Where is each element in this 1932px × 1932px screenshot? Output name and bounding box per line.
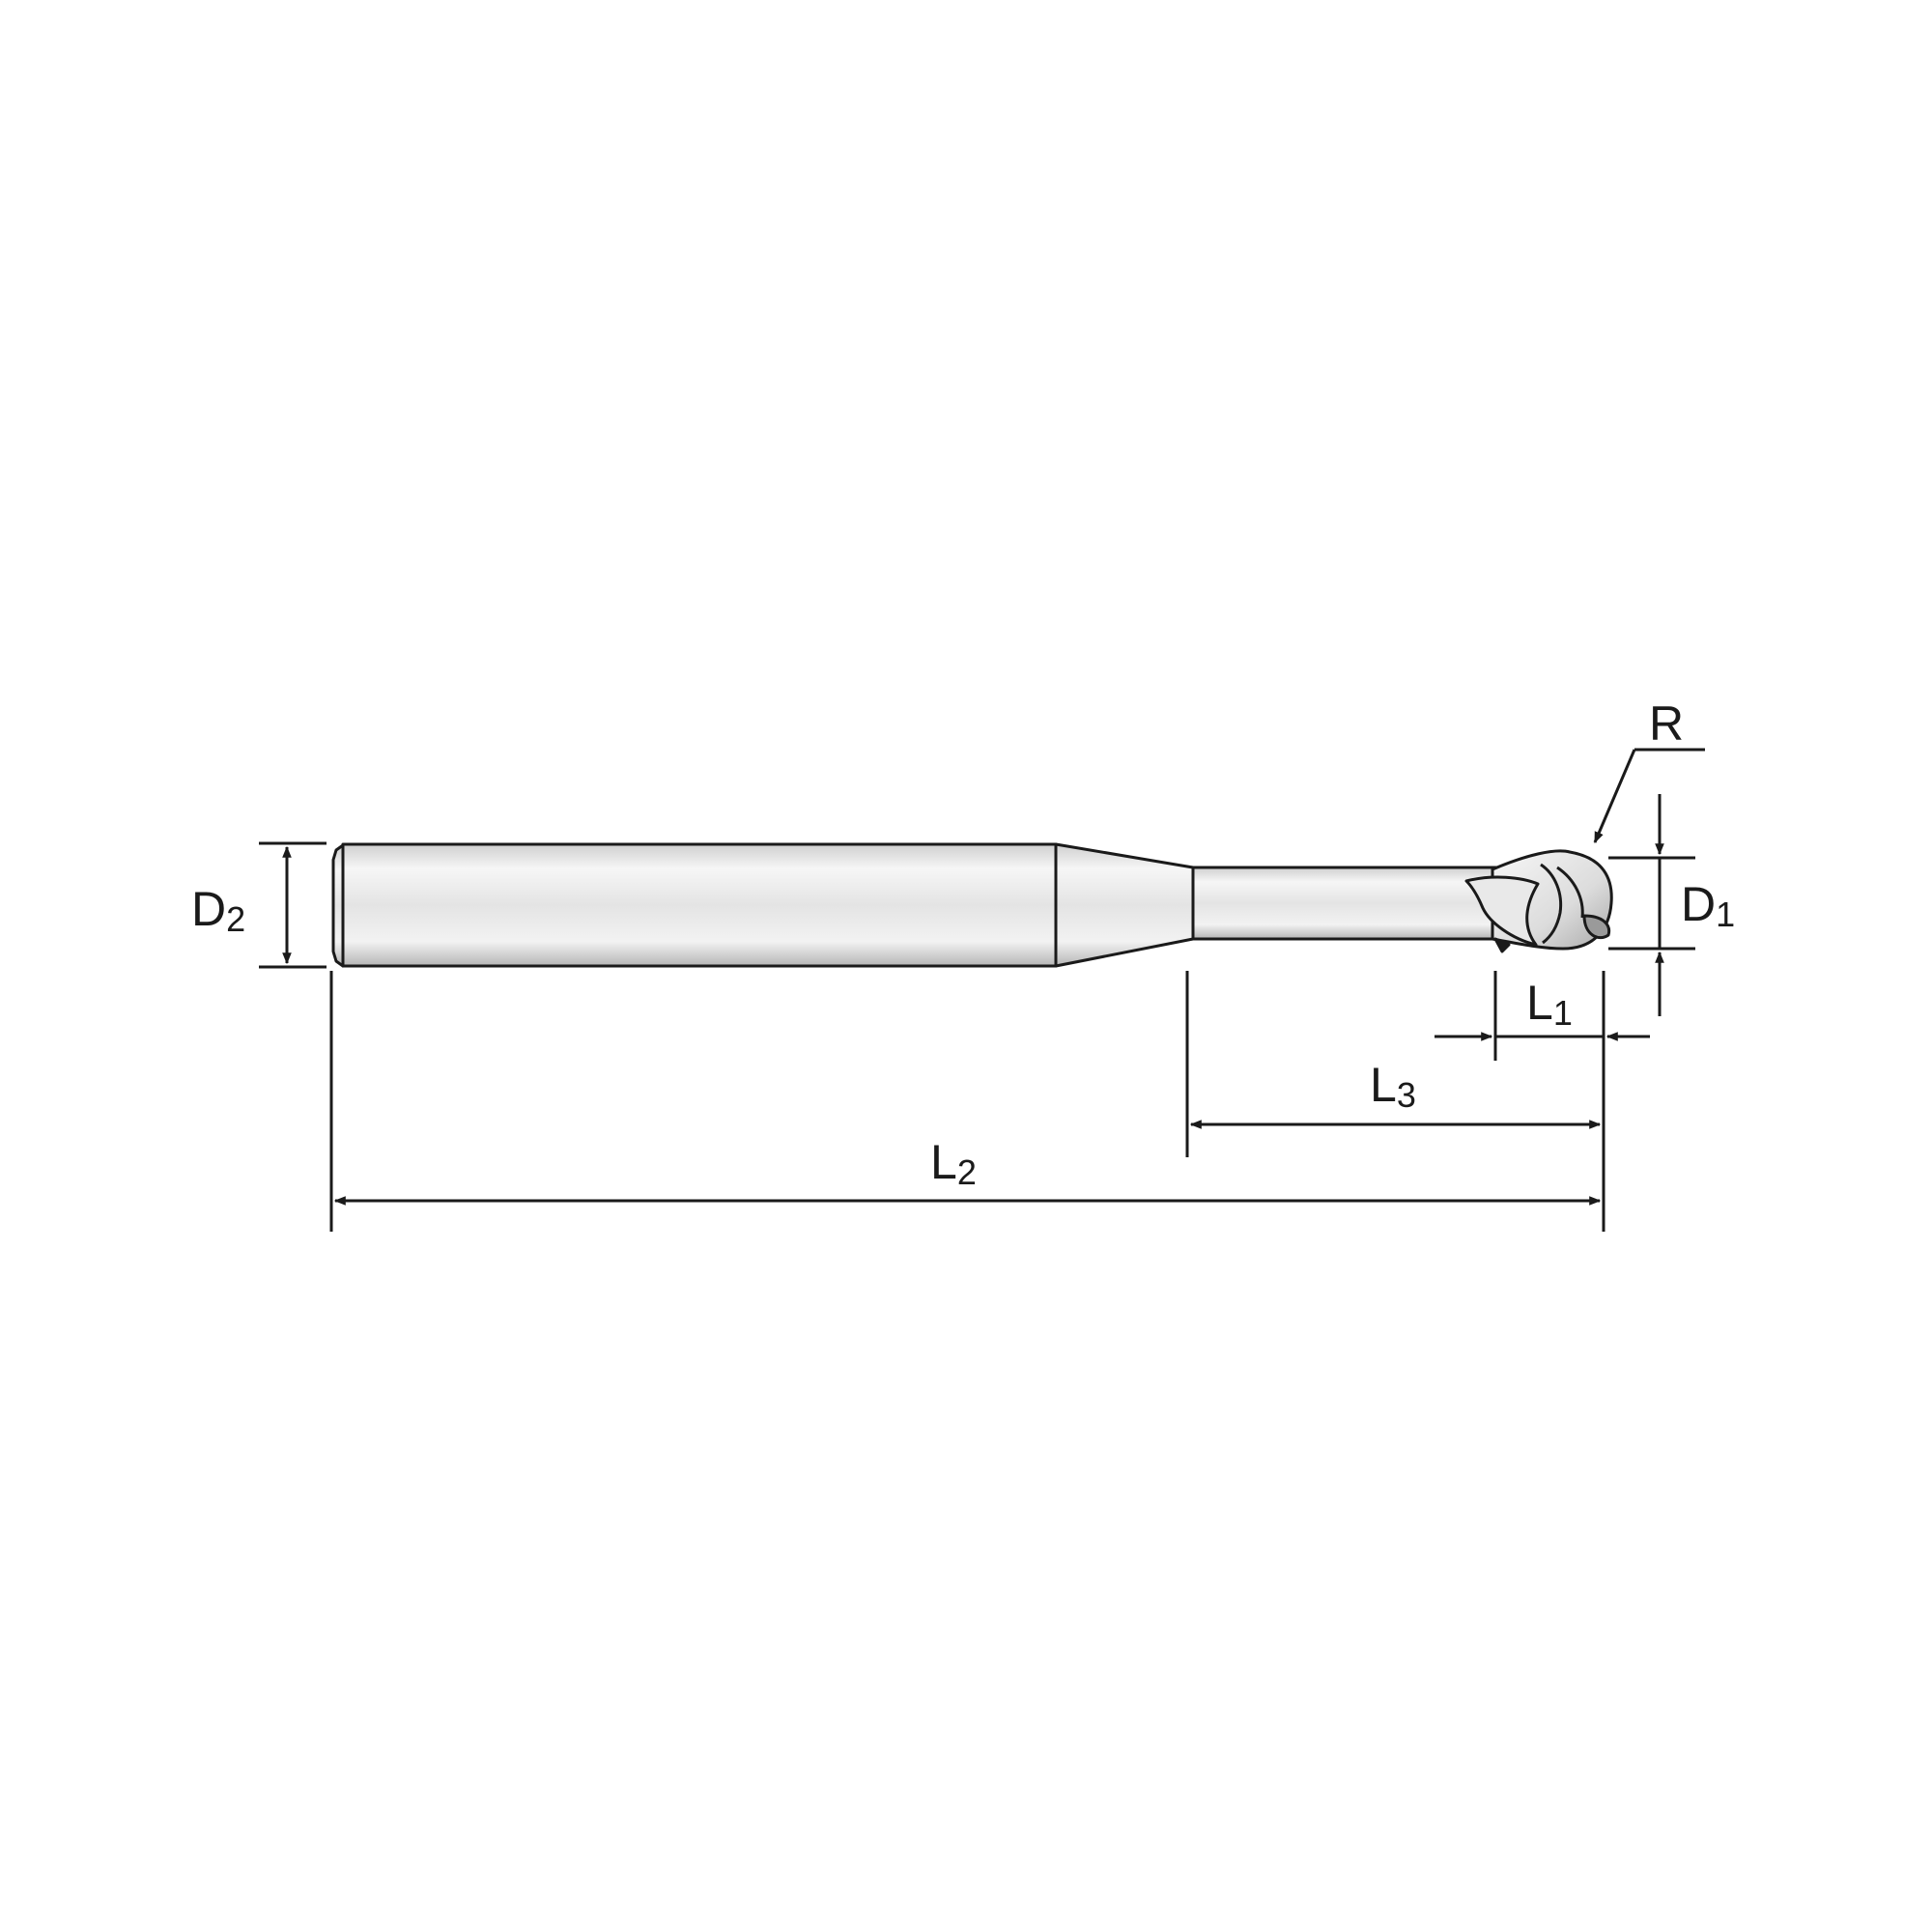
l2-label: L2 xyxy=(930,1135,977,1192)
r-label: R xyxy=(1649,696,1684,751)
flute-relief xyxy=(1493,937,1511,953)
end-mill-body xyxy=(331,842,1613,968)
shank xyxy=(341,842,1058,968)
d2-label: D2 xyxy=(191,882,245,939)
d1-label: D1 xyxy=(1681,877,1735,934)
r-leader xyxy=(1593,749,1636,844)
l3-label: L3 xyxy=(1370,1058,1416,1115)
dimension-lines xyxy=(259,748,1705,1232)
neck xyxy=(1191,866,1504,941)
taper xyxy=(1054,842,1195,968)
flute-1 xyxy=(1464,875,1540,947)
flute-2 xyxy=(1540,863,1563,945)
l1-label: L1 xyxy=(1526,976,1573,1033)
flute-tip xyxy=(1582,914,1611,940)
flute-3 xyxy=(1556,866,1584,919)
